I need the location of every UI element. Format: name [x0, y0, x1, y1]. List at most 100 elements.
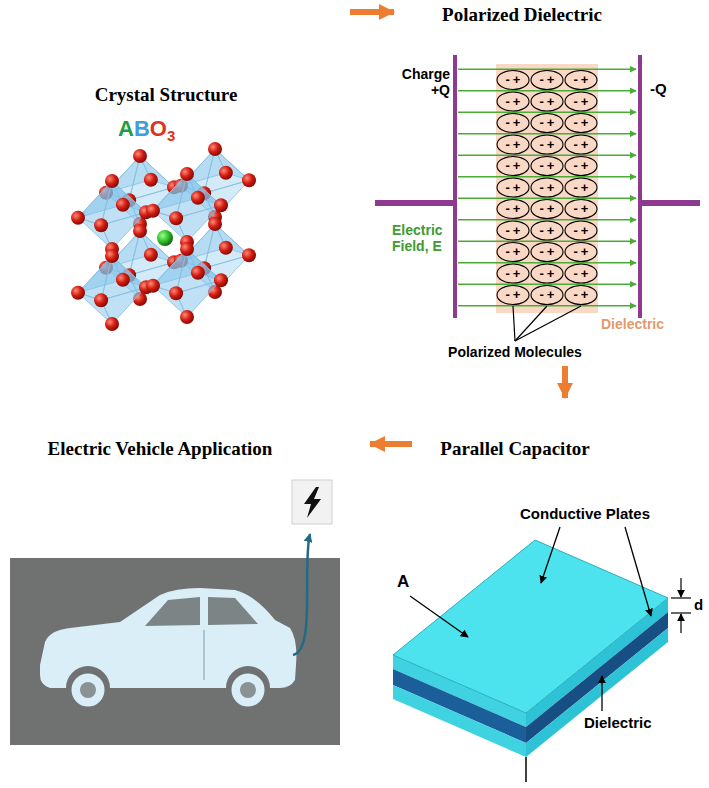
dipole-sign: -+	[497, 243, 529, 261]
oxygen-atom	[180, 242, 194, 256]
charger-box	[292, 480, 332, 524]
molecule-ellipse	[497, 157, 529, 176]
dipole-sign: -+	[531, 71, 563, 89]
oxygen-atom	[169, 211, 183, 225]
dipole-sign: -+	[531, 179, 563, 197]
dimension-mark	[671, 597, 691, 598]
leader-line	[541, 527, 560, 583]
flow-arrow	[562, 366, 568, 398]
molecule-ellipse	[497, 200, 529, 219]
field-arrow	[458, 155, 636, 156]
oxygen-atom	[146, 204, 160, 218]
oxygen-atom	[219, 166, 233, 180]
molecule-ellipse	[565, 114, 597, 133]
oxygen-atom	[133, 224, 147, 238]
dipole-sign: -+	[497, 157, 529, 175]
stage-panel: Electric Vehicle Application	[6, 400, 368, 780]
polarized-capacitor	[375, 55, 700, 341]
dielectric-label: Dielectric	[584, 714, 652, 731]
oxygen-atom	[214, 198, 228, 212]
flow-arrow	[370, 441, 412, 447]
dipole-sign: -+	[497, 200, 529, 218]
electric-vehicle	[10, 480, 340, 745]
dipole-sign: -+	[497, 222, 529, 240]
dipole-sign: -+	[531, 93, 563, 111]
molecule-ellipse	[531, 264, 563, 283]
lightning-symbol	[304, 487, 321, 518]
dipole-sign: -+	[565, 243, 597, 261]
car-wheel	[240, 682, 256, 698]
molecule-ellipse	[531, 200, 563, 219]
molecule-ellipse	[531, 92, 563, 111]
dipole-sign: -+	[531, 136, 563, 154]
dipole-sign: -+	[531, 157, 563, 175]
molecule-ellipse	[565, 221, 597, 240]
molecule-ellipse	[531, 178, 563, 197]
car-window	[208, 597, 258, 625]
molecule-ellipse	[497, 178, 529, 197]
oxygen-atom	[214, 273, 228, 287]
oxygen-atom	[94, 218, 108, 232]
field-arrow	[458, 69, 636, 70]
molecule-ellipse	[531, 286, 563, 305]
dimension-mark	[680, 614, 681, 633]
leader-line	[513, 306, 515, 341]
charge-label: Charge +Q	[392, 66, 450, 98]
dipole-sign: -+	[565, 222, 597, 240]
molecule-ellipse	[531, 135, 563, 154]
positive-plate	[453, 55, 457, 318]
molecule-ellipse	[531, 221, 563, 240]
dipole-sign: -+	[497, 71, 529, 89]
leader-line	[515, 306, 547, 341]
molecule-ellipse	[497, 114, 529, 133]
thickness-label: d	[694, 596, 703, 613]
flow-arrow	[350, 9, 394, 15]
molecule-ellipse	[565, 135, 597, 154]
field-label: Electric Field, E	[392, 222, 454, 254]
negative-plate	[638, 55, 642, 318]
field-arrow	[458, 262, 636, 263]
oxygen-atom	[169, 286, 183, 300]
molecule-ellipse	[497, 71, 529, 90]
dipole-sign: -+	[565, 286, 597, 304]
dipole-sign: -+	[497, 179, 529, 197]
octahedron	[146, 167, 228, 249]
plates-label: Conductive Plates	[520, 505, 650, 522]
field-arrow	[458, 241, 636, 242]
dipole-sign: -+	[531, 200, 563, 218]
dipole-sign: -+	[497, 286, 529, 304]
field-arrow	[458, 69, 636, 306]
field-arrow	[458, 133, 636, 134]
molecule-ellipse	[531, 71, 563, 90]
molecule-ellipse	[565, 92, 597, 111]
dipole-sign: -+	[497, 136, 529, 154]
field-arrow	[458, 219, 636, 220]
molecule-ellipse	[497, 286, 529, 305]
oxygen-atom	[116, 273, 130, 287]
stage-panel: Crystal Structure	[20, 2, 348, 340]
molecule-ellipse	[497, 264, 529, 283]
oxygen-atom	[71, 211, 85, 225]
a-site-atom	[157, 230, 173, 246]
oxygen-atom	[105, 317, 119, 331]
dipole-sign: -+	[531, 243, 563, 261]
oxygen-atom	[144, 248, 158, 262]
molecule-ellipse	[565, 178, 597, 197]
molecule-ellipse	[531, 157, 563, 176]
leader-line	[513, 306, 581, 341]
molecule-ellipse	[497, 92, 529, 111]
molecule-ellipse	[531, 114, 563, 133]
octahedron	[71, 174, 153, 256]
dipole-sign: -+	[531, 286, 563, 304]
molecule-ellipse	[565, 286, 597, 305]
molecules-label: Polarized Molecules	[440, 344, 590, 360]
field-arrow	[458, 90, 636, 91]
leader-line	[515, 306, 581, 341]
dimension-mark	[671, 612, 691, 613]
oxygen-atom	[242, 248, 256, 262]
oxygen-atom	[105, 174, 119, 188]
leader-line	[410, 527, 651, 711]
car-wheel	[230, 672, 266, 708]
